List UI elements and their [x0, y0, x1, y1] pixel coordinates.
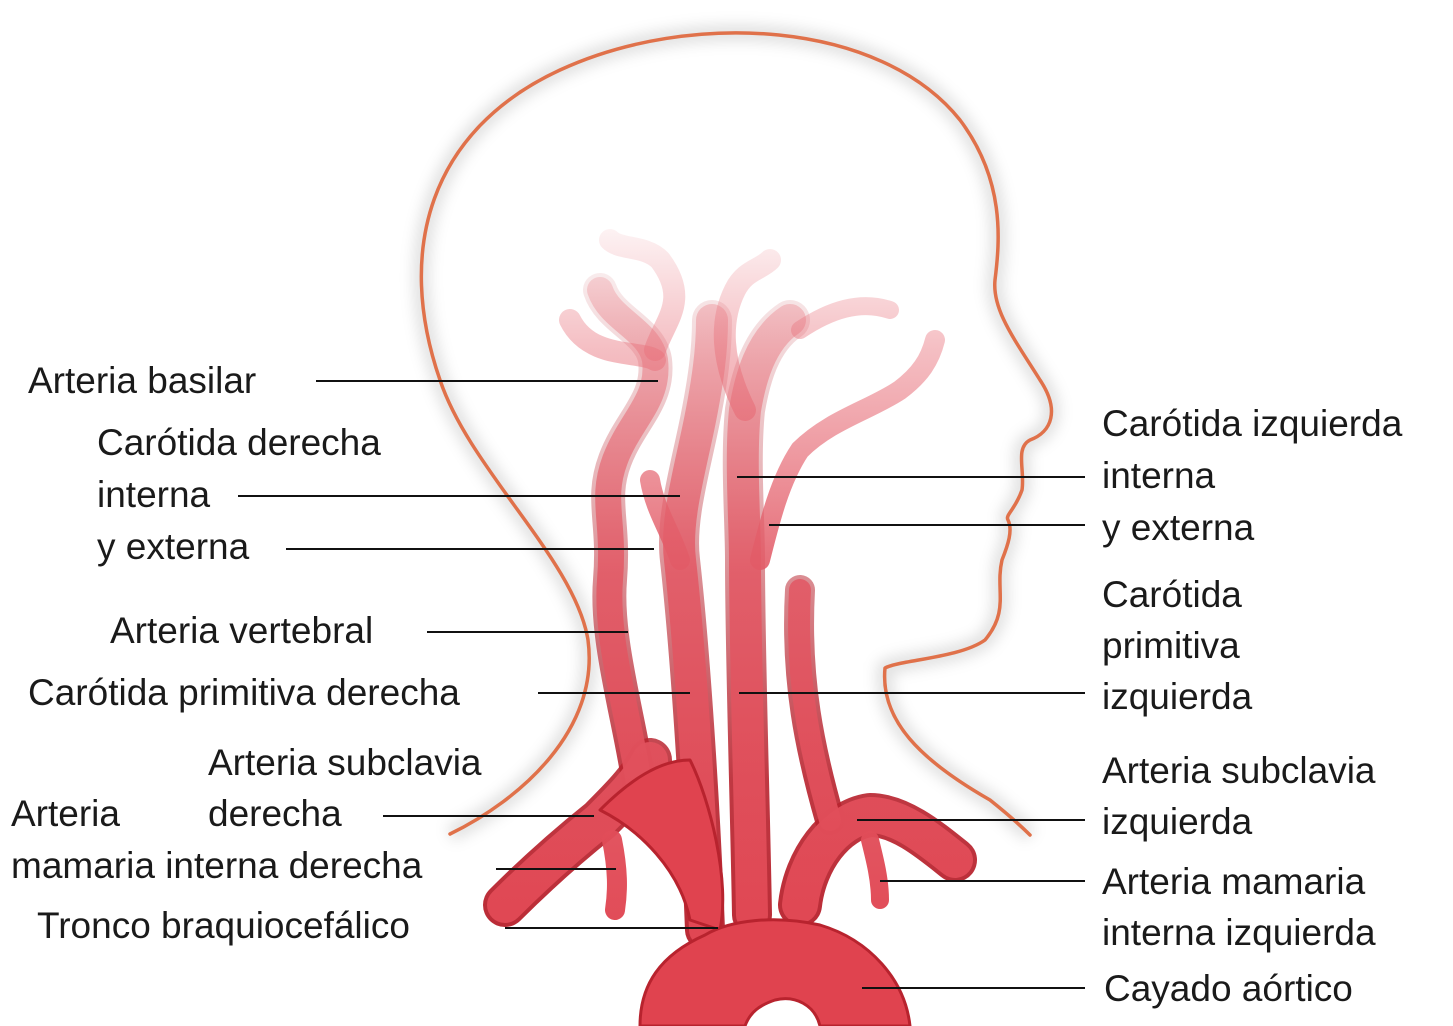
left-facial-branch [800, 306, 890, 330]
label-carotida-izquierda-line2: interna [1102, 450, 1215, 501]
label-carotida-izquierda-line1: Carótida izquierda [1102, 398, 1402, 449]
left-vertebral-artery [799, 590, 830, 820]
label-primitiva-izquierda-line2: primitiva [1102, 620, 1240, 671]
label-arteria-vertebral: Arteria vertebral [110, 605, 373, 656]
label-tronco-braquiocefalico: Tronco braquiocefálico [37, 900, 410, 951]
label-subclavia-izquierda-line1: Arteria subclavia [1102, 745, 1376, 796]
label-subclavia-derecha-line2: derecha [208, 788, 342, 839]
label-cayado-aortico: Cayado aórtico [1104, 963, 1353, 1014]
label-mamaria-derecha-line1: Arteria [11, 788, 120, 839]
label-arteria-basilar: Arteria basilar [28, 355, 256, 406]
left-internal-mammary-artery [870, 840, 880, 900]
aortic-arch [640, 920, 910, 1026]
label-mamaria-izquierda-line1: Arteria mamaria [1102, 856, 1365, 907]
label-subclavia-izquierda-line2: izquierda [1102, 796, 1252, 847]
left-external-carotid-artery [760, 340, 935, 560]
label-carotida-izquierda-line3: y externa [1102, 502, 1254, 553]
label-carotida-derecha-line2: interna [97, 469, 210, 520]
label-subclavia-derecha-line1: Arteria subclavia [208, 737, 482, 788]
label-carotida-derecha-line3: y externa [97, 521, 249, 572]
label-mamaria-izquierda-line2: interna izquierda [1102, 907, 1376, 958]
label-primitiva-izquierda-line1: Carótida [1102, 569, 1242, 620]
label-primitiva-izquierda-line3: izquierda [1102, 671, 1252, 722]
label-carotida-derecha-line1: Carótida derecha [97, 417, 381, 468]
right-internal-mammary-artery [612, 840, 617, 910]
label-mamaria-derecha-line2: mamaria interna derecha [11, 840, 422, 891]
label-carotida-primitiva-derecha: Carótida primitiva derecha [28, 667, 460, 718]
